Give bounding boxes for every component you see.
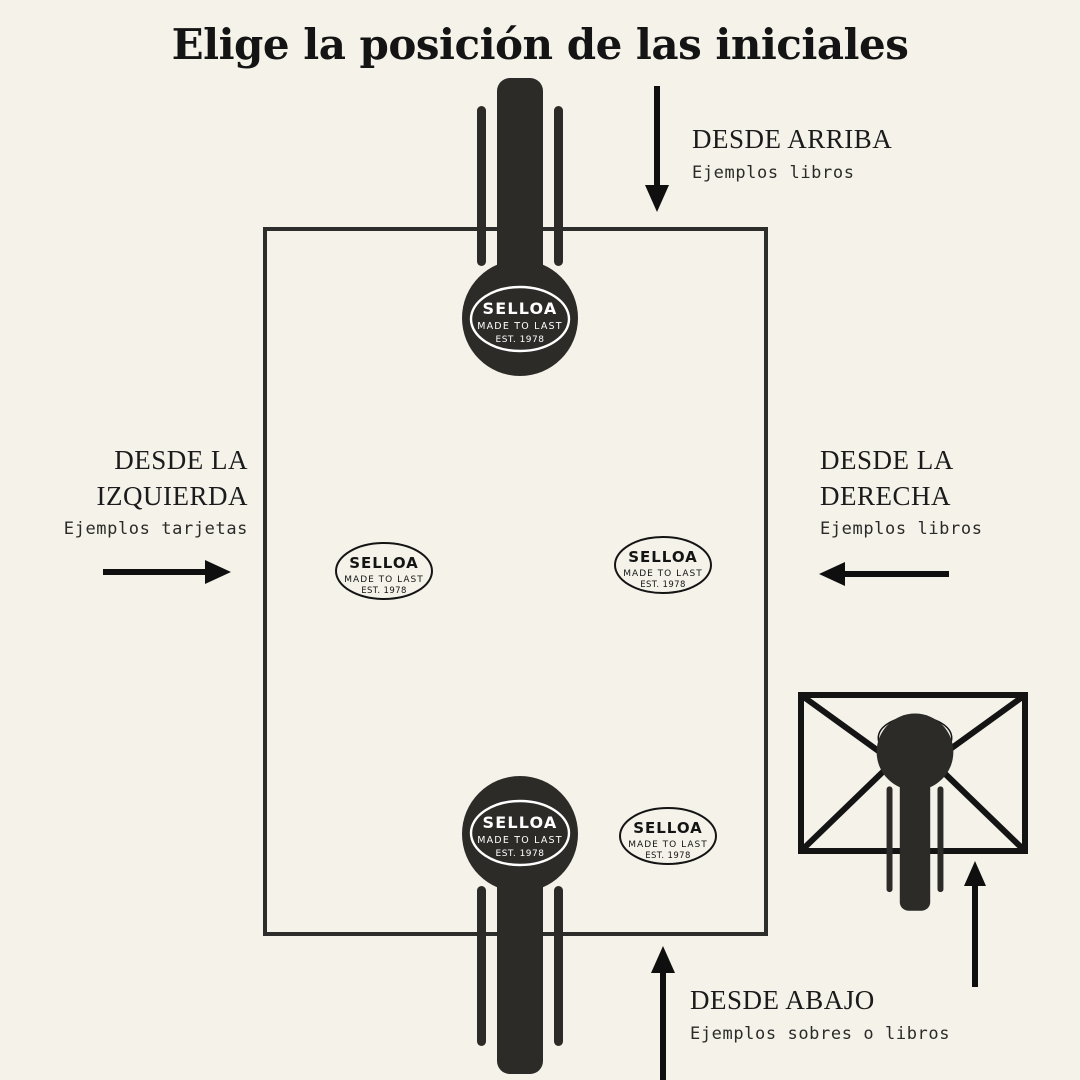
label-from-top: DESDE ARRIBA Ejemplos libros xyxy=(692,122,892,183)
label-from-right-heading-line1: DESDE LA xyxy=(820,445,954,475)
stamp-tagline-text: MADE TO LAST xyxy=(628,840,707,850)
arrow-shaft xyxy=(654,86,660,191)
stamp-tagline-text: MADE TO LAST xyxy=(477,321,563,332)
stamp-imprint: SELLOA MADE TO LAST EST. 1978 xyxy=(612,534,714,596)
stamp-seal: SELLOA MADE TO LAST EST. 1978 xyxy=(469,285,571,353)
arrow-shaft xyxy=(103,569,211,575)
label-from-bottom: DESDE ABAJO Ejemplos sobres o libros xyxy=(690,983,950,1044)
stamp-tagline-text: MADE TO LAST xyxy=(623,569,702,579)
label-from-top-subtext: Ejemplos libros xyxy=(692,162,855,183)
label-from-left: DESDE LA IZQUIERDA Ejemplos tarjetas xyxy=(8,443,248,539)
label-from-left-heading-line1: DESDE LA xyxy=(114,445,248,475)
arrow-up-envelope-icon xyxy=(964,861,986,987)
label-from-right: DESDE LA DERECHA Ejemplos libros xyxy=(820,443,983,539)
stamp-handle xyxy=(899,778,931,911)
label-from-top-heading: DESDE ARRIBA xyxy=(692,124,893,154)
stamp-est-text: EST. 1978 xyxy=(361,586,407,596)
stamp-tool-envelope xyxy=(872,700,958,915)
arrow-up-icon xyxy=(651,946,675,1080)
label-from-right-heading-line2: DERECHA xyxy=(820,480,951,511)
stamp-seal: SELLOA MADE TO LAST EST. 1978 xyxy=(469,799,571,867)
arrow-shaft xyxy=(843,571,949,577)
arrow-down-icon xyxy=(645,86,669,212)
stamp-brand-text: SELLOA xyxy=(628,548,698,566)
arrow-head xyxy=(205,560,231,584)
stamp-est-text: EST. 1978 xyxy=(640,580,686,590)
stamp-rod-left xyxy=(477,106,486,266)
stamp-imprint: SELLOA MADE TO LAST EST. 1978 xyxy=(617,805,719,867)
arrow-head xyxy=(651,946,675,973)
stamp-rod-right xyxy=(554,886,563,1046)
arrow-head xyxy=(645,185,669,212)
label-from-left-subtext: Ejemplos tarjetas xyxy=(63,519,248,540)
stamp-head xyxy=(462,776,578,892)
arrow-head xyxy=(819,562,845,586)
stamp-tool-top: SELLOA MADE TO LAST EST. 1978 xyxy=(455,78,585,390)
label-from-bottom-subtext: Ejemplos sobres o libros xyxy=(690,1023,951,1044)
arrow-shaft xyxy=(660,973,666,1080)
stamp-imprint: SELLOA MADE TO LAST EST. 1978 xyxy=(333,540,435,602)
stamp-est-text: EST. 1978 xyxy=(496,849,545,859)
stamp-est-text: EST. 1978 xyxy=(496,335,545,345)
arrow-left-icon xyxy=(819,562,949,586)
page-title: Elige la posición de las iniciales xyxy=(171,20,909,69)
stamp-brand-text: SELLOA xyxy=(482,299,557,318)
stamp-rod-right xyxy=(937,786,944,893)
stamp-head xyxy=(876,713,954,791)
arrow-head xyxy=(964,861,986,886)
stamp-tool-bottom: SELLOA MADE TO LAST EST. 1978 xyxy=(455,762,585,1074)
stamp-est-text: EST. 1978 xyxy=(645,851,691,861)
arrow-shaft xyxy=(972,885,978,987)
stamp-head xyxy=(462,260,578,376)
arrow-right-icon xyxy=(103,560,231,584)
stamp-tagline-text: MADE TO LAST xyxy=(344,575,423,585)
stamp-tagline-text: MADE TO LAST xyxy=(477,835,563,846)
stamp-brand-text: SELLOA xyxy=(349,554,419,572)
stamp-rod-left xyxy=(477,886,486,1046)
label-from-right-subtext: Ejemplos libros xyxy=(820,519,983,540)
stamp-handle xyxy=(497,78,543,278)
label-from-bottom-heading: DESDE ABAJO xyxy=(690,985,875,1015)
label-from-left-heading-line2: IZQUIERDA xyxy=(96,480,248,511)
stamp-brand-text: SELLOA xyxy=(633,819,703,837)
stamp-handle xyxy=(497,874,543,1074)
stamp-rod-left xyxy=(886,786,893,893)
stamp-rod-right xyxy=(554,106,563,266)
stamp-brand-text: SELLOA xyxy=(482,813,557,832)
